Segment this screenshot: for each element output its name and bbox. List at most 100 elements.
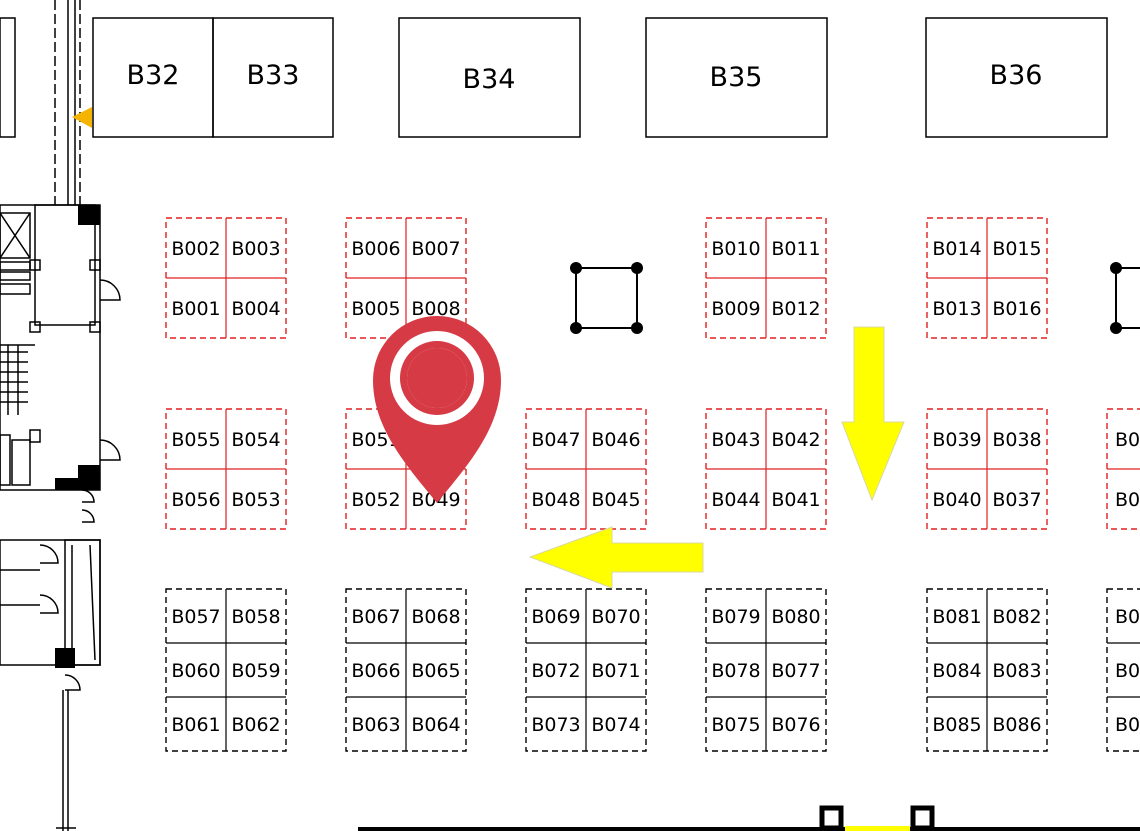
booth-b009[interactable]: B009 — [711, 298, 760, 320]
booth-b070[interactable]: B070 — [591, 606, 640, 628]
booth-b0[interactable]: B0 — [1115, 606, 1140, 628]
booth-b073[interactable]: B073 — [531, 714, 580, 736]
booth-b054[interactable]: B054 — [231, 429, 280, 451]
booth-b065[interactable]: B065 — [411, 660, 460, 682]
booth-b34[interactable]: B34 — [463, 64, 516, 95]
booth-b079[interactable]: B079 — [711, 606, 760, 628]
booth-b069[interactable]: B069 — [531, 606, 580, 628]
booth-b001[interactable]: B001 — [171, 298, 220, 320]
large-booth-row — [92, 17, 1108, 138]
structural-columns — [55, 205, 100, 668]
booth-b32[interactable]: B32 — [127, 60, 180, 91]
booth-b015[interactable]: B015 — [992, 238, 1041, 260]
booth-b043[interactable]: B043 — [711, 429, 760, 451]
booth-b071[interactable]: B071 — [591, 660, 640, 682]
booth-b048[interactable]: B048 — [531, 489, 580, 511]
booth-b007[interactable]: B007 — [411, 238, 460, 260]
booth-b046[interactable]: B046 — [591, 429, 640, 451]
booth-b014[interactable]: B014 — [932, 238, 981, 260]
booth-b074[interactable]: B074 — [591, 714, 640, 736]
booth-b037[interactable]: B037 — [992, 489, 1041, 511]
booth-b047[interactable]: B047 — [531, 429, 580, 451]
booth-b084[interactable]: B084 — [932, 660, 981, 682]
pillar-marker — [570, 262, 643, 334]
booth-b055[interactable]: B055 — [171, 429, 220, 451]
booth-b072[interactable]: B072 — [531, 660, 580, 682]
booth-b0[interactable]: B0 — [1115, 429, 1140, 451]
booth-b067[interactable]: B067 — [351, 606, 400, 628]
arrow-left-icon — [528, 526, 704, 589]
booth-group-outline — [1106, 588, 1140, 752]
booth-b078[interactable]: B078 — [711, 660, 760, 682]
booth-b086[interactable]: B086 — [992, 714, 1041, 736]
booth-b059[interactable]: B059 — [231, 660, 280, 682]
booth-b002[interactable]: B002 — [171, 238, 220, 260]
booth-b083[interactable]: B083 — [992, 660, 1041, 682]
booth-b064[interactable]: B064 — [411, 714, 460, 736]
booth-b005[interactable]: B005 — [351, 298, 400, 320]
booth-b008[interactable]: B008 — [411, 298, 460, 320]
booth-b061[interactable]: B061 — [171, 714, 220, 736]
booth-b068[interactable]: B068 — [411, 606, 460, 628]
booth-b041[interactable]: B041 — [771, 489, 820, 511]
booth-b011[interactable]: B011 — [771, 238, 820, 260]
booth-b040[interactable]: B040 — [932, 489, 981, 511]
entrance-marker-icon — [72, 107, 92, 128]
booth-b039[interactable]: B039 — [932, 429, 981, 451]
arrow-down-icon — [841, 326, 905, 502]
booth-b0[interactable]: B0 — [1115, 714, 1140, 736]
booth-b042[interactable]: B042 — [771, 429, 820, 451]
booth-b062[interactable]: B062 — [231, 714, 280, 736]
booth-b0[interactable]: B0 — [1115, 660, 1140, 682]
booth-b36[interactable]: B36 — [990, 60, 1043, 91]
booth-b080[interactable]: B080 — [771, 606, 820, 628]
booth-b013[interactable]: B013 — [932, 298, 981, 320]
booth-b052[interactable]: B052 — [351, 489, 400, 511]
location-pin-icon — [373, 316, 501, 503]
booth-b003[interactable]: B003 — [231, 238, 280, 260]
booth-b010[interactable]: B010 — [711, 238, 760, 260]
pillar-marker — [1110, 262, 1140, 334]
building-structure — [0, 0, 121, 831]
booth-b056[interactable]: B056 — [171, 489, 220, 511]
booth-b066[interactable]: B066 — [351, 660, 400, 682]
booth-b053[interactable]: B053 — [231, 489, 280, 511]
booth-b058[interactable]: B058 — [231, 606, 280, 628]
booth-b045[interactable]: B045 — [591, 489, 640, 511]
booth-b082[interactable]: B082 — [992, 606, 1041, 628]
booth-b077[interactable]: B077 — [771, 660, 820, 682]
booth-b016[interactable]: B016 — [992, 298, 1041, 320]
booth-b076[interactable]: B076 — [771, 714, 820, 736]
booth-b33[interactable]: B33 — [247, 60, 300, 91]
booth-b081[interactable]: B081 — [932, 606, 981, 628]
booth-b012[interactable]: B012 — [771, 298, 820, 320]
booth-b038[interactable]: B038 — [992, 429, 1041, 451]
booth-b006[interactable]: B006 — [351, 238, 400, 260]
booth-b057[interactable]: B057 — [171, 606, 220, 628]
booth-b004[interactable]: B004 — [231, 298, 280, 320]
booth-b060[interactable]: B060 — [171, 660, 220, 682]
booth-b0[interactable]: B0 — [1115, 489, 1140, 511]
booth-b085[interactable]: B085 — [932, 714, 981, 736]
booth-b075[interactable]: B075 — [711, 714, 760, 736]
bottom-wall — [358, 805, 1140, 831]
booth-b063[interactable]: B063 — [351, 714, 400, 736]
booth-b044[interactable]: B044 — [711, 489, 760, 511]
booth-b35[interactable]: B35 — [710, 62, 763, 93]
